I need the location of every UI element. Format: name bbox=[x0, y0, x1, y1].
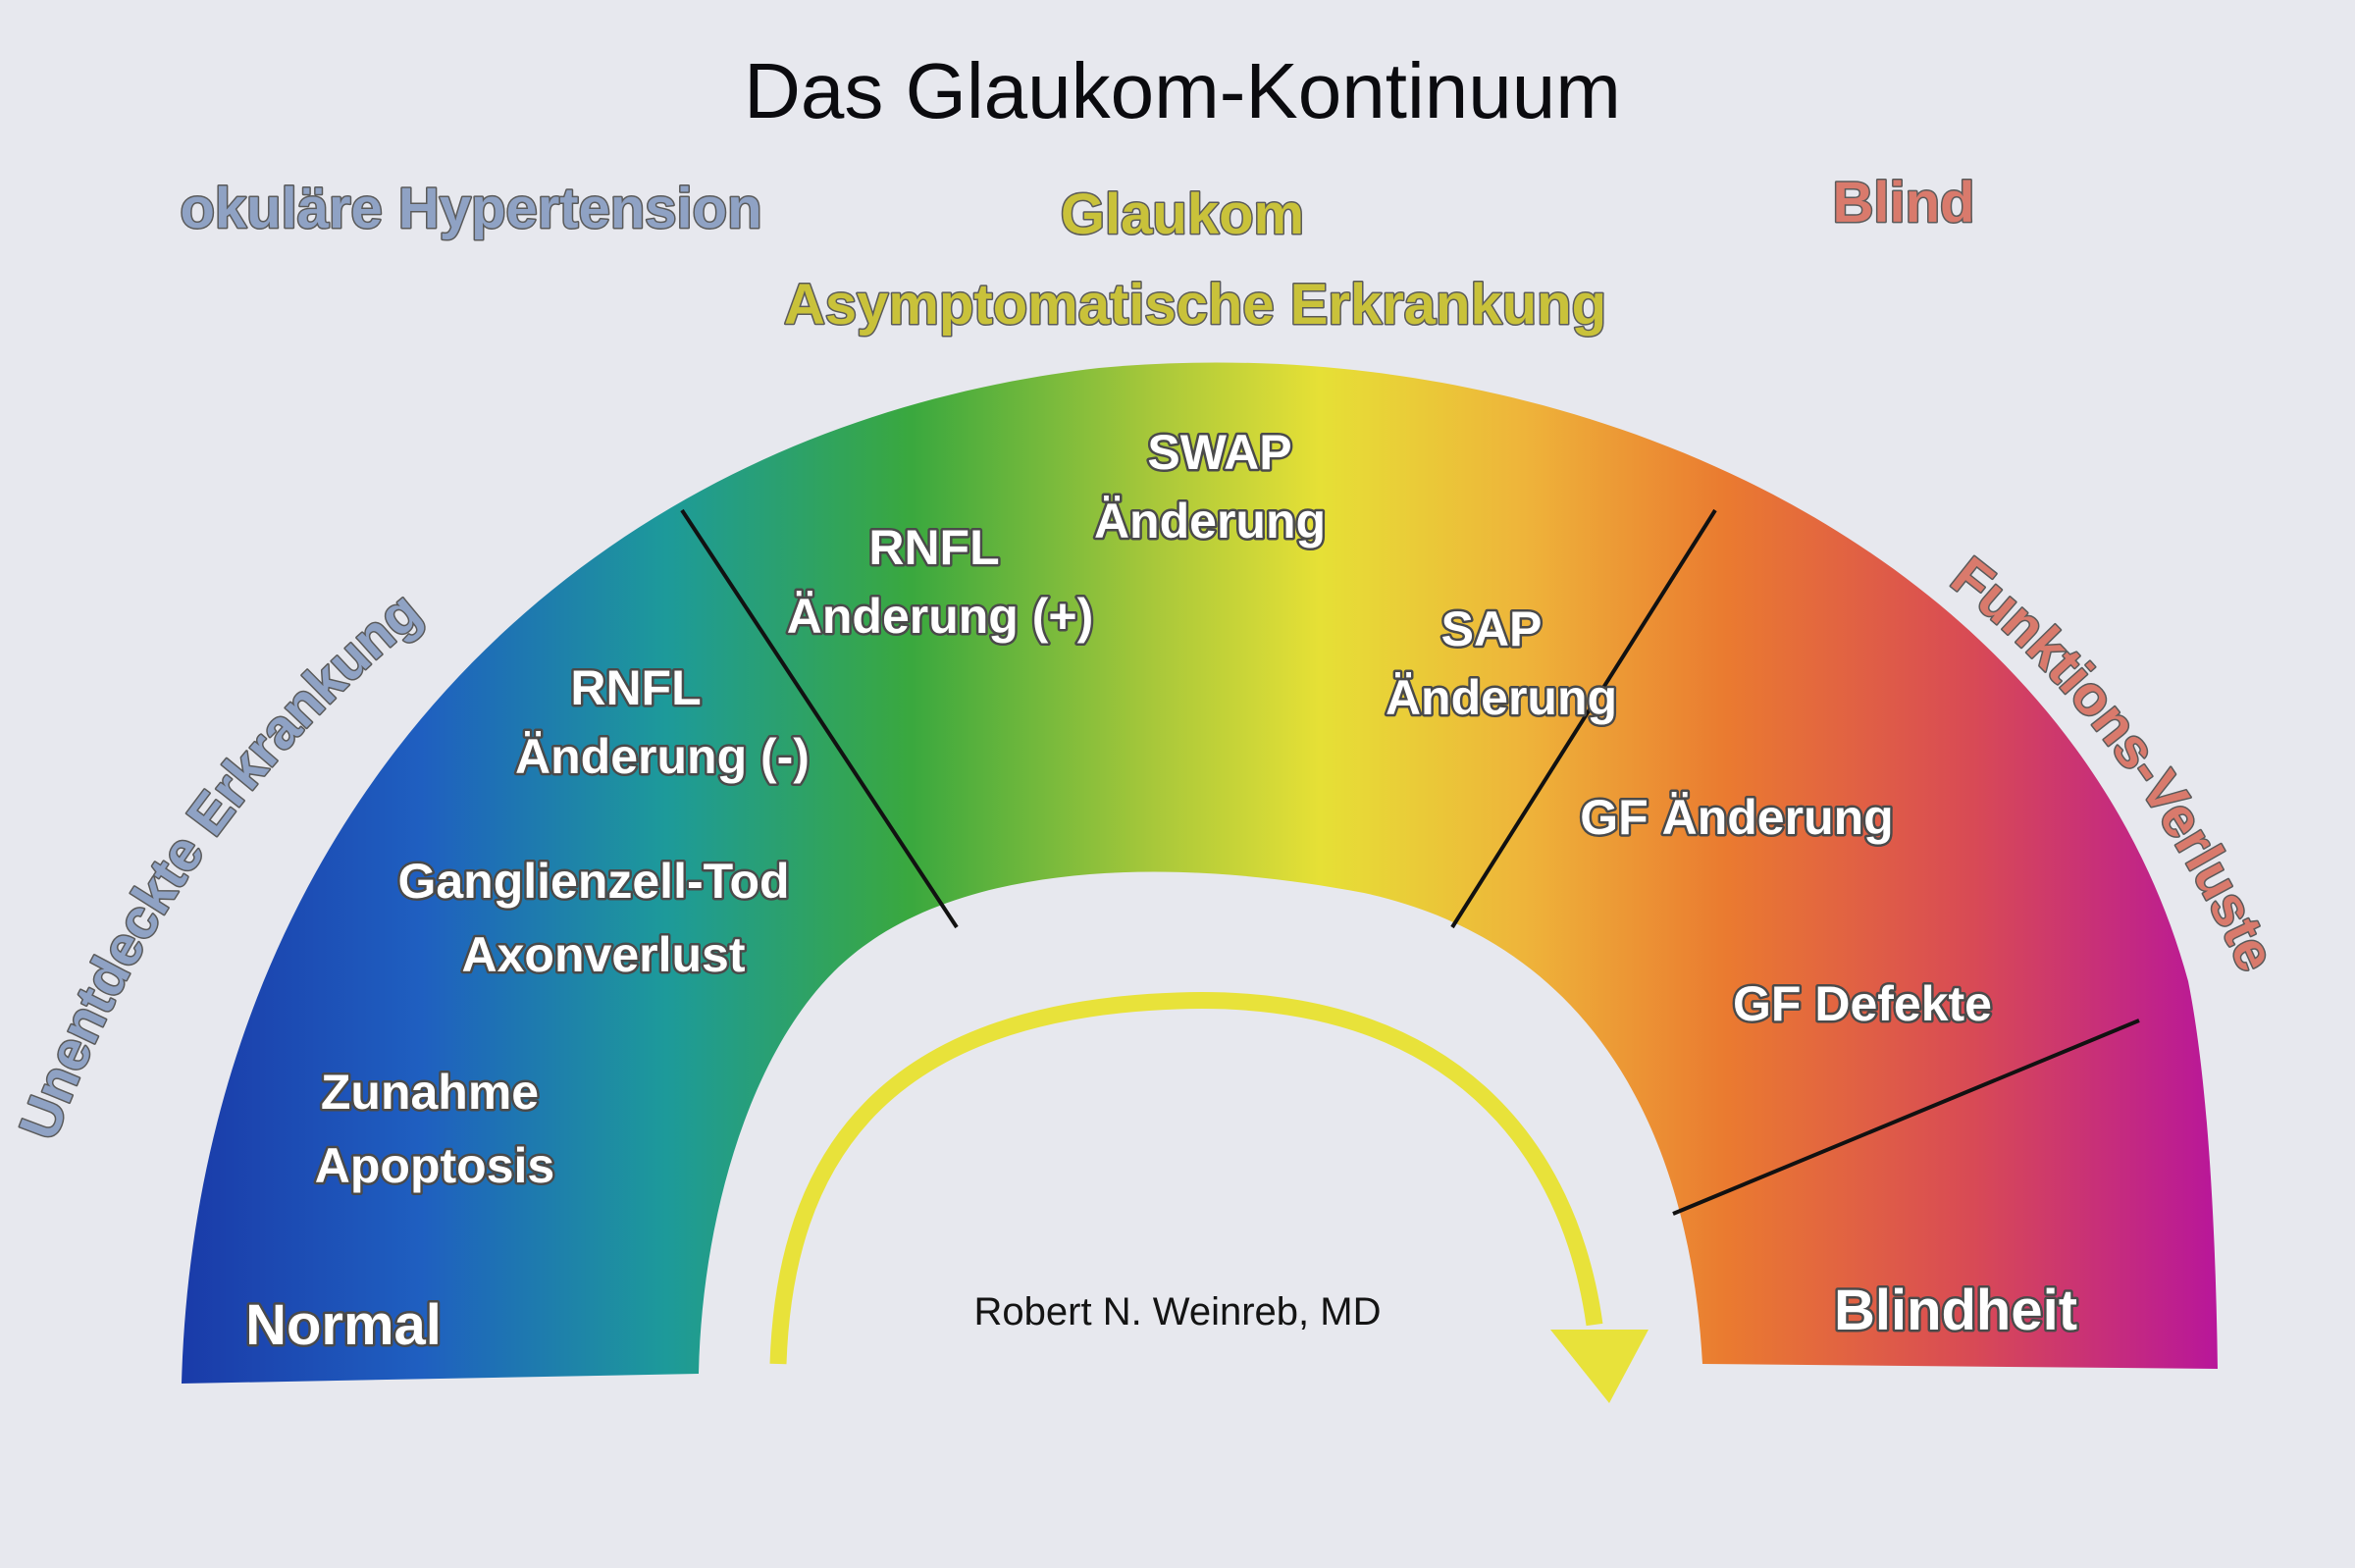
sap-line1: SAP bbox=[1441, 601, 1543, 656]
author-credit: Robert N. Weinreb, MD bbox=[974, 1290, 1382, 1333]
continuum-arc bbox=[182, 362, 2218, 1384]
increased-apoptosis-line1: Zunahme bbox=[321, 1065, 539, 1120]
axon-loss-line2: Axonverlust bbox=[462, 927, 746, 982]
rnfl-minus-line2: Änderung (-) bbox=[515, 729, 810, 784]
normal-label: Normal bbox=[245, 1293, 442, 1357]
swap-line2: Änderung bbox=[1094, 494, 1326, 549]
rnfl-plus-line2: Änderung (+) bbox=[787, 589, 1093, 644]
diagram-title: Das Glaukom-Kontinuum bbox=[744, 47, 1621, 134]
progression-arrow bbox=[769, 992, 1603, 1365]
increased-apoptosis-line2: Apoptosis bbox=[315, 1138, 554, 1193]
blind-label: Blind bbox=[1833, 171, 1975, 235]
divider-line-3 bbox=[1672, 1019, 2140, 1216]
vf-defects-label: GF Defekte bbox=[1733, 976, 1992, 1031]
swap-line1: SWAP bbox=[1147, 425, 1291, 480]
ganglion-cell-death-line1: Ganglienzell-Tod bbox=[397, 854, 789, 909]
glaucoma-label: Glaukom bbox=[1061, 183, 1304, 246]
progression-arrowhead bbox=[1550, 1330, 1648, 1403]
rnfl-plus-line1: RNFL bbox=[868, 520, 999, 575]
divider-line-1 bbox=[680, 508, 959, 929]
ocular-hypertension-label: okuläre Hypertension bbox=[180, 177, 761, 240]
blindness-label: Blindheit bbox=[1834, 1279, 2077, 1342]
sap-line2: Änderung bbox=[1386, 670, 1617, 725]
rnfl-minus-line1: RNFL bbox=[570, 660, 701, 715]
asymptomatic-disease-label: Asymptomatische Erkrankung bbox=[784, 273, 1606, 337]
divider-line-2 bbox=[1450, 508, 1717, 929]
vf-change-label: GF Änderung bbox=[1580, 790, 1893, 845]
